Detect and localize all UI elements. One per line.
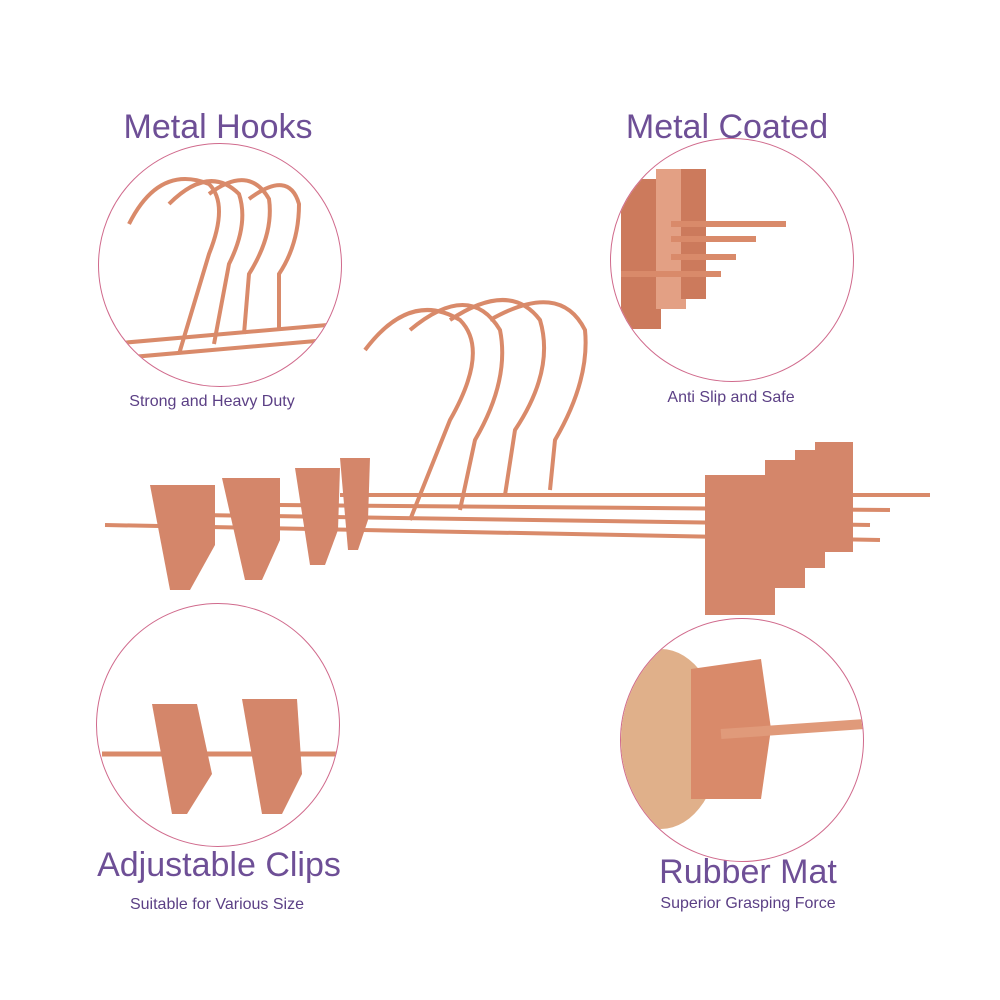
metal-hooks-detail-image — [98, 143, 342, 387]
feature-subtitle-metal-coated: Anti Slip and Safe — [667, 389, 795, 406]
adjustable-clips-illustration — [102, 699, 337, 814]
clip-in-hand-illustration — [621, 649, 863, 829]
adjustable-clips-detail-image — [96, 603, 340, 847]
rubber-mat-detail-image — [620, 618, 864, 862]
feature-subtitle-rubber-mat: Superior Grasping Force — [660, 895, 836, 912]
feature-title-metal-hooks: Metal Hooks — [123, 108, 313, 146]
metal-coated-detail-image — [610, 138, 854, 382]
feature-subtitle-metal-hooks: Strong and Heavy Duty — [129, 393, 295, 410]
feature-subtitle-adjustable-clips: Suitable for Various Size — [129, 896, 304, 913]
feature-title-adjustable-clips: Adjustable Clips — [97, 846, 341, 884]
hooks-illustration — [108, 177, 340, 361]
clips-closeup-illustration — [621, 169, 786, 329]
